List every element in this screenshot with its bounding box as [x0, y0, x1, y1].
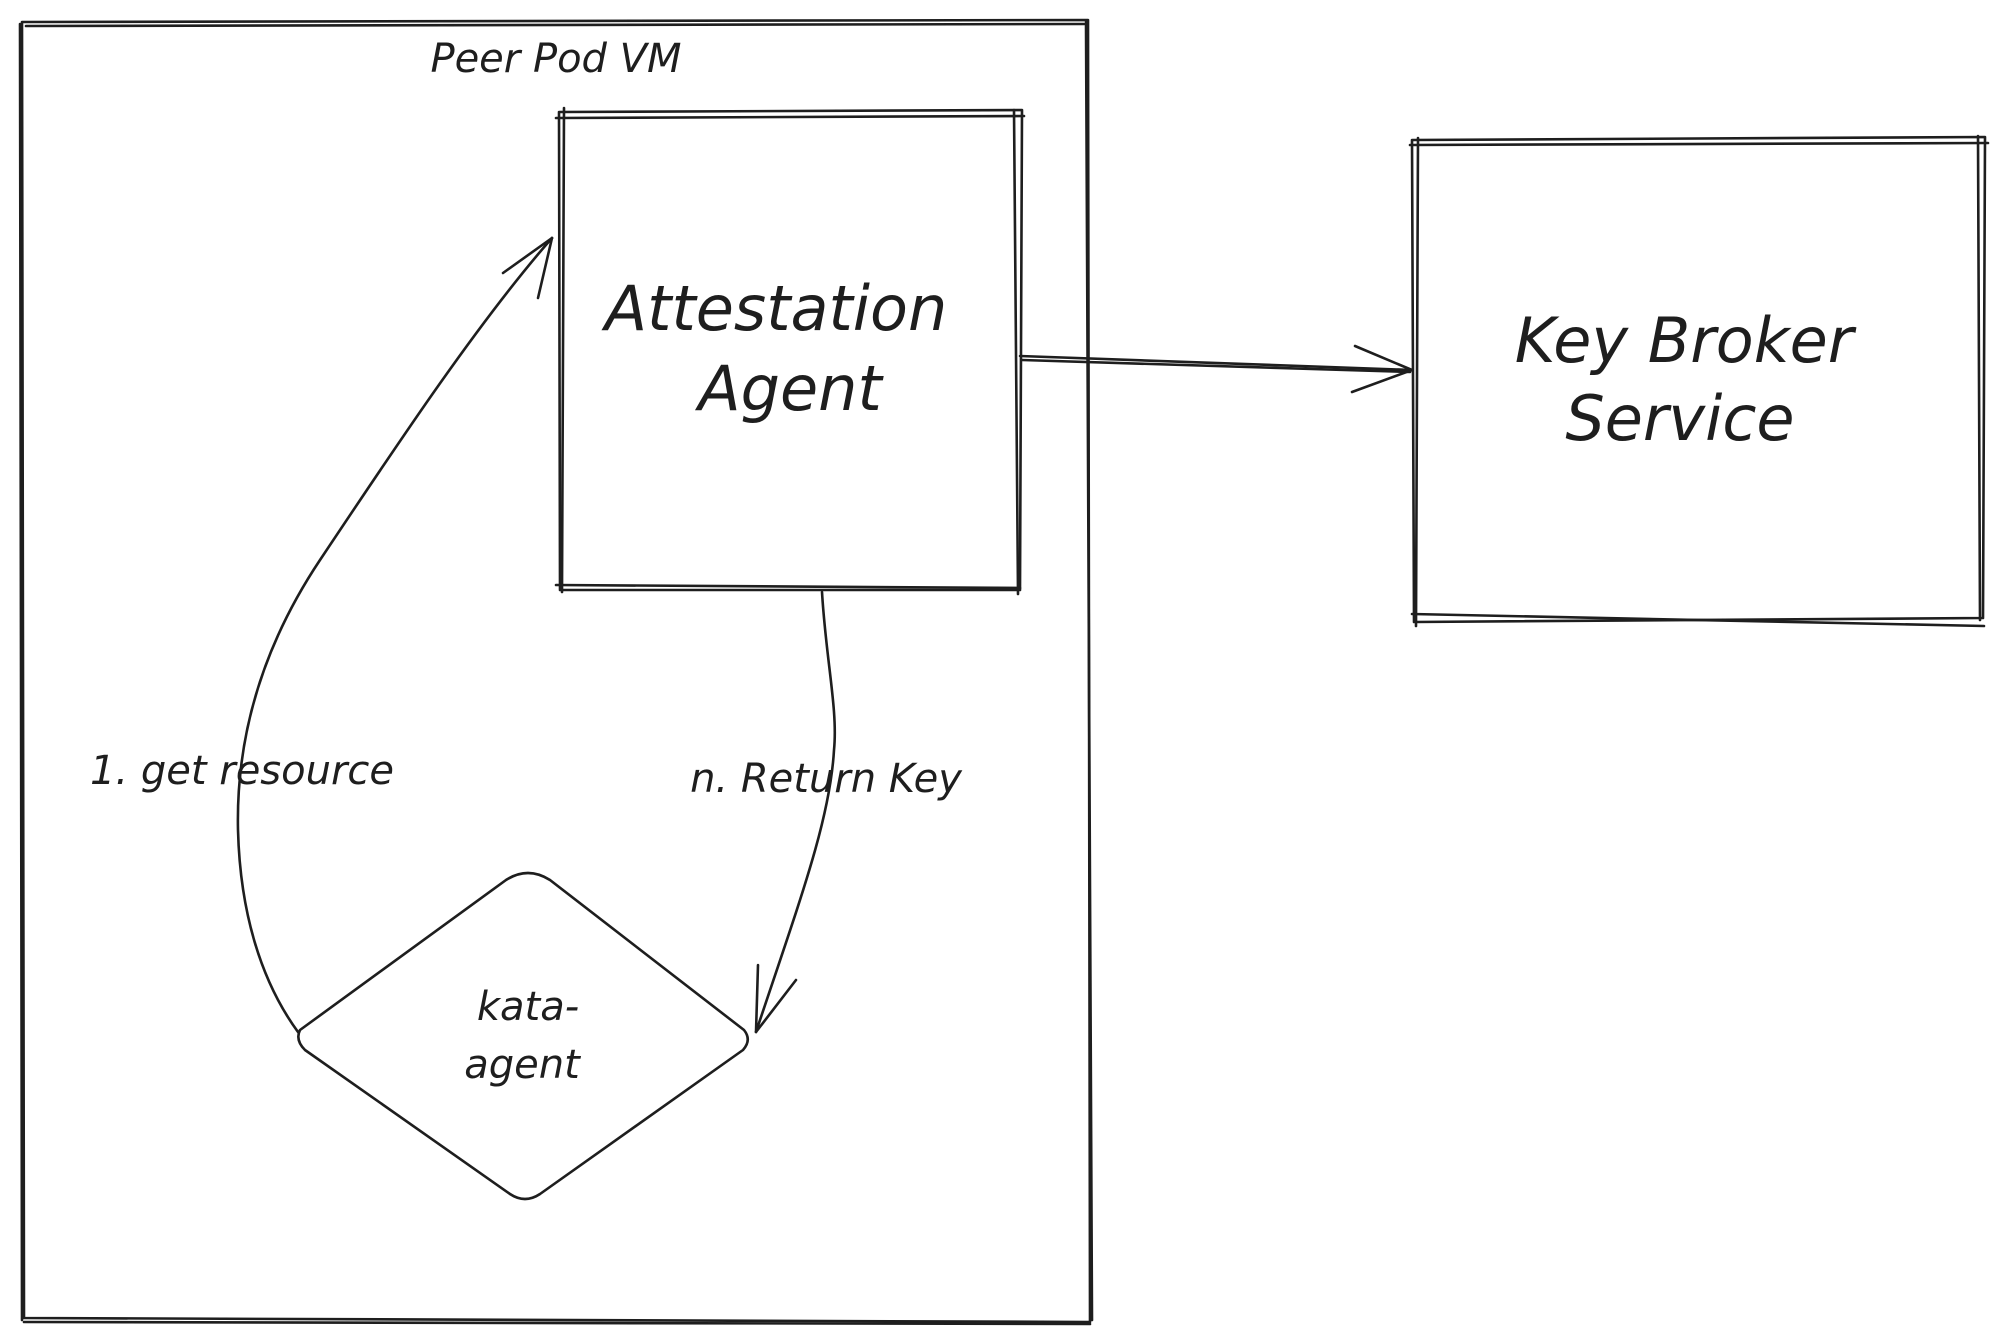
arrowhead-get-resource — [501, 236, 554, 275]
edge-get-resource-label: 1. get resource — [90, 748, 394, 794]
arrowhead-to-kbs — [1353, 344, 1414, 372]
attestation-agent-box[interactable] — [554, 106, 1026, 596]
key-broker-service-box[interactable] — [1408, 134, 1990, 628]
edge-get-resource — [236, 236, 554, 1034]
key-broker-service-label-line1: Key Broker — [1515, 304, 1857, 377]
edge-attestation-to-kbs — [1018, 344, 1414, 394]
kata-agent-label-line1: kata- — [477, 984, 579, 1030]
kata-agent-node[interactable] — [297, 871, 750, 1201]
peer-pod-vm-container[interactable] — [18, 18, 1094, 1326]
key-broker-service-label-line2: Service — [1565, 382, 1794, 455]
peer-pod-vm-label: Peer Pod VM — [430, 36, 681, 82]
attestation-agent-label-line2: Agent — [694, 352, 884, 425]
kata-agent-label-line2: agent — [464, 1042, 581, 1088]
attestation-agent-label-line1: Attestation — [601, 272, 948, 345]
edge-return-key — [754, 590, 837, 1034]
arrowhead-return-key — [754, 963, 760, 1034]
edge-return-key-label: n. Return Key — [690, 756, 963, 802]
